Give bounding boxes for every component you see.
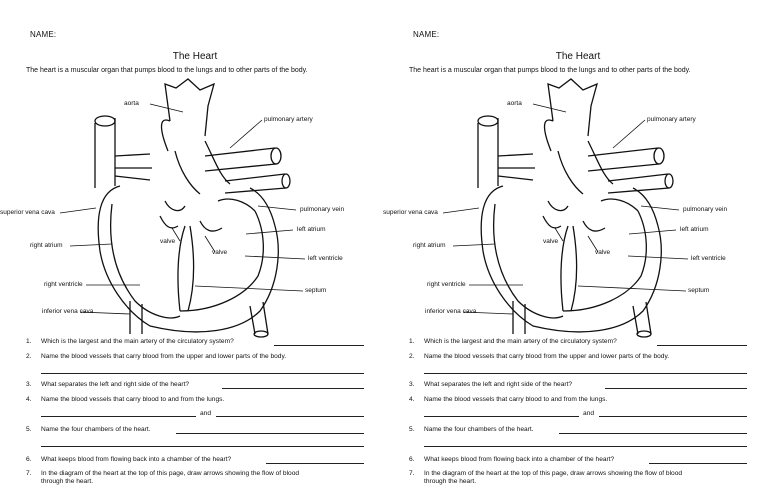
and-word: and bbox=[200, 410, 212, 417]
heart-illustration bbox=[442, 78, 689, 338]
label-left-atrium: left atrium bbox=[297, 226, 326, 233]
question-text: through the heart. bbox=[424, 478, 477, 485]
question-number: 2. bbox=[409, 353, 415, 360]
label-valve: valve bbox=[212, 249, 228, 256]
question-text: What separates the left and right side o… bbox=[41, 381, 190, 388]
label-pulmonary-artery: pulmonary artery bbox=[264, 116, 313, 123]
answer-line[interactable] bbox=[216, 416, 364, 417]
answer-line[interactable] bbox=[41, 373, 364, 374]
answer-line[interactable] bbox=[222, 388, 364, 389]
answer-line[interactable] bbox=[605, 388, 747, 389]
answer-line[interactable] bbox=[559, 433, 747, 434]
question-number: 2. bbox=[26, 353, 32, 360]
answer-line[interactable] bbox=[176, 433, 364, 434]
label-pulmonary-vein: pulmonary vein bbox=[300, 206, 345, 213]
label-left-ventricle: left ventricle bbox=[308, 255, 343, 262]
label-superior-vena-cava: superior vena cava bbox=[383, 209, 438, 216]
answer-line[interactable] bbox=[266, 463, 364, 464]
question-text: What separates the left and right side o… bbox=[424, 381, 573, 388]
label-aorta: aorta bbox=[507, 100, 522, 107]
question-text: Name the four chambers of the heart. bbox=[424, 426, 534, 433]
answer-line[interactable] bbox=[424, 416, 579, 417]
answer-line[interactable] bbox=[424, 373, 747, 374]
label-inferior-vena-cava: inferior vena cava bbox=[42, 308, 94, 315]
label-septum: septum bbox=[305, 287, 327, 294]
question-text: What keeps blood from flowing back into … bbox=[424, 456, 615, 463]
question-number: 1. bbox=[26, 338, 32, 345]
answer-line[interactable] bbox=[274, 345, 364, 346]
question-number: 5. bbox=[409, 426, 415, 433]
intro-text: The heart is a muscular organ that pumps… bbox=[409, 67, 691, 74]
label-right-ventricle: right ventricle bbox=[427, 281, 466, 288]
worksheet-title: The Heart bbox=[172, 51, 218, 62]
label-valve: valve bbox=[543, 238, 559, 245]
question-number: 3. bbox=[26, 381, 32, 388]
question-text: Which is the largest and the main artery… bbox=[424, 338, 617, 345]
heart-diagram: aorta pulmonary artery superior vena cav… bbox=[0, 76, 380, 338]
question-text: In the diagram of the heart at the top o… bbox=[41, 470, 300, 477]
answer-line[interactable] bbox=[599, 416, 747, 417]
question-number: 6. bbox=[409, 456, 415, 463]
label-pulmonary-vein: pulmonary vein bbox=[683, 206, 728, 213]
label-valve: valve bbox=[595, 249, 611, 256]
question-number: 7. bbox=[26, 470, 32, 477]
label-pulmonary-artery: pulmonary artery bbox=[647, 116, 696, 123]
question-text: Name the blood vessels that carry blood … bbox=[41, 353, 287, 360]
label-right-ventricle: right ventricle bbox=[44, 281, 83, 288]
answer-line[interactable] bbox=[657, 345, 747, 346]
question-text: through the heart. bbox=[41, 478, 94, 485]
question-text: What keeps blood from flowing back into … bbox=[41, 456, 232, 463]
label-aorta: aorta bbox=[124, 100, 139, 107]
question-text: In the diagram of the heart at the top o… bbox=[424, 470, 683, 477]
answer-line[interactable] bbox=[41, 416, 196, 417]
heart-diagram: aorta pulmonary artery superior vena cav… bbox=[383, 76, 763, 338]
question-text: Which is the largest and the main artery… bbox=[41, 338, 234, 345]
label-left-atrium: left atrium bbox=[680, 226, 709, 233]
label-left-ventricle: left ventricle bbox=[691, 255, 726, 262]
label-septum: septum bbox=[688, 287, 710, 294]
name-label: NAME: bbox=[413, 30, 440, 39]
question-number: 5. bbox=[26, 426, 32, 433]
question-number: 4. bbox=[26, 396, 32, 403]
worksheet-left: NAME: The Heart The heart is a muscular … bbox=[0, 0, 380, 503]
intro-text: The heart is a muscular organ that pumps… bbox=[26, 67, 308, 74]
answer-line[interactable] bbox=[649, 463, 747, 464]
label-superior-vena-cava: superior vena cava bbox=[0, 209, 55, 216]
worksheet-title: The Heart bbox=[555, 51, 601, 62]
and-word: and bbox=[583, 410, 595, 417]
question-number: 6. bbox=[26, 456, 32, 463]
answer-line[interactable] bbox=[424, 446, 747, 447]
name-label: NAME: bbox=[30, 30, 57, 39]
heart-illustration bbox=[59, 78, 306, 338]
question-text: Name the blood vessels that carry blood … bbox=[424, 396, 608, 403]
question-number: 7. bbox=[409, 470, 415, 477]
answer-line[interactable] bbox=[41, 446, 364, 447]
question-number: 4. bbox=[409, 396, 415, 403]
label-valve: valve bbox=[160, 238, 176, 245]
question-number: 3. bbox=[409, 381, 415, 388]
question-text: Name the four chambers of the heart. bbox=[41, 426, 151, 433]
worksheet-right: NAME: The Heart The heart is a muscular … bbox=[383, 0, 763, 503]
question-text: Name the blood vessels that carry blood … bbox=[41, 396, 225, 403]
label-right-atrium: right atrium bbox=[413, 242, 446, 249]
question-text: Name the blood vessels that carry blood … bbox=[424, 353, 670, 360]
label-right-atrium: right atrium bbox=[30, 242, 63, 249]
label-inferior-vena-cava: inferior vena cava bbox=[425, 308, 477, 315]
question-number: 1. bbox=[409, 338, 415, 345]
